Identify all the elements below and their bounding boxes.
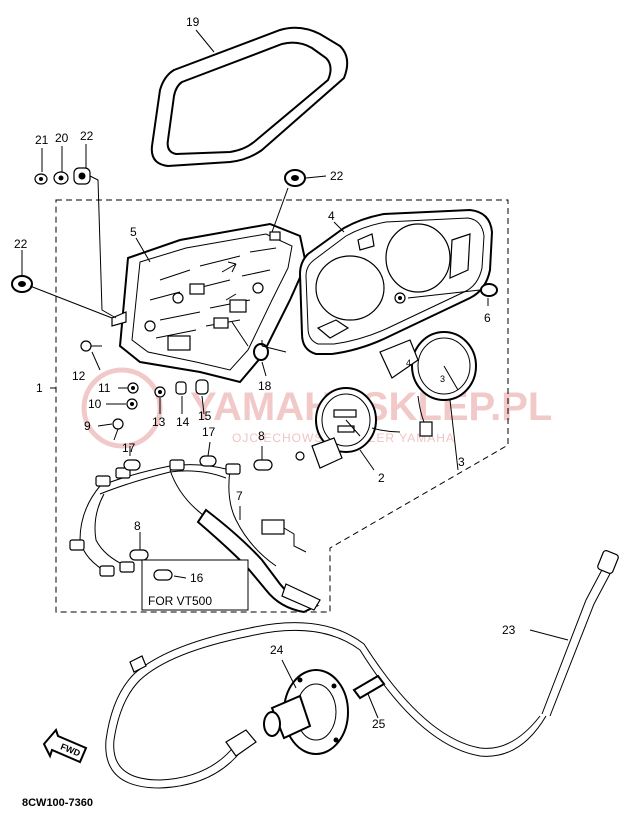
part-21-washer (34, 173, 48, 185)
callouts: 19 21 20 22 22 22 5 4 6 12 1 11 10 9 13 … (14, 15, 516, 731)
part-9-screw (112, 418, 124, 441)
part-14-collar (175, 381, 187, 395)
fwd-arrow: FWD (42, 728, 88, 764)
callout-25: 25 (372, 717, 386, 731)
variant-box-label: FOR VT500 (148, 594, 212, 608)
callout-10: 10 (88, 397, 102, 411)
callout-15: 15 (198, 409, 212, 423)
callout-22-center: 22 (330, 169, 344, 183)
callout-3: 3 (458, 455, 465, 469)
part-6-cap (480, 283, 498, 297)
part-24-drive-gear (263, 669, 349, 755)
callout-17-a: 17 (122, 441, 136, 455)
callout-11: 11 (98, 381, 111, 395)
callout-14: 14 (176, 415, 190, 429)
callout-1: 1 (36, 381, 43, 395)
cover-screw (394, 292, 406, 304)
callout-17-b: 17 (202, 425, 216, 439)
drawing-code: 8CW100-7360 (22, 797, 93, 809)
svg-text:3: 3 (440, 374, 445, 384)
part-25-pin (352, 674, 386, 700)
part-15-grommet (195, 379, 209, 395)
part-10-washer (126, 398, 138, 410)
part-4-meter-cover (298, 208, 494, 355)
part-23-speedometer-cable (105, 550, 619, 789)
part-22-grommet-left (11, 275, 33, 293)
callout-22-left: 22 (14, 237, 28, 251)
part-12-screw (80, 340, 102, 352)
callout-9: 9 (84, 419, 91, 433)
part-22-grommet-top (73, 167, 91, 185)
svg-text:4: 4 (406, 358, 411, 368)
assembly-boundary (55, 199, 509, 613)
part-5-meter-case (111, 222, 308, 384)
part-19-trim-ring (150, 26, 349, 168)
part-17-bulb-a (123, 459, 141, 471)
part-20-nut (53, 171, 69, 185)
callout-13: 13 (152, 415, 166, 429)
callout-24: 24 (270, 643, 284, 657)
part-11-nut (127, 382, 139, 394)
callout-7: 7 (236, 489, 243, 503)
part-2-speedometer (295, 387, 401, 469)
callout-8-b: 8 (134, 519, 141, 533)
part-13-nut (154, 386, 166, 398)
part-17-bulb-b (199, 455, 217, 467)
callout-21: 21 (35, 133, 49, 147)
part-8-bulb-a (253, 459, 273, 471)
callout-2: 2 (378, 471, 385, 485)
callout-16: 16 (190, 571, 204, 585)
part-3-tachometer: 4 3 (379, 331, 477, 437)
callout-20: 20 (55, 131, 69, 145)
part-8-bulb-b (129, 549, 149, 561)
part-7-wire-harness (69, 459, 321, 614)
part-22-grommet-center (284, 169, 306, 187)
callout-23: 23 (502, 623, 516, 637)
callout-4: 4 (328, 209, 335, 223)
callout-8-a: 8 (258, 429, 265, 443)
callout-12: 12 (72, 369, 86, 383)
leader-lines (21, 29, 569, 719)
callout-5: 5 (130, 225, 137, 239)
callout-18: 18 (258, 379, 272, 393)
part-18-socket (253, 343, 269, 361)
variant-box: FOR VT500 (141, 559, 249, 611)
callout-22-top: 22 (80, 129, 94, 143)
callout-19: 19 (186, 15, 200, 29)
callout-6: 6 (484, 311, 491, 325)
